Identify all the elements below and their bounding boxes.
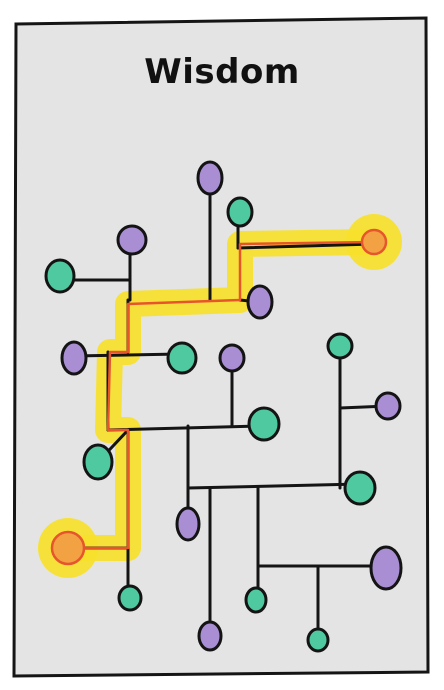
node-green — [166, 341, 198, 375]
node-purple — [175, 506, 201, 542]
highlight-route — [68, 240, 376, 550]
node-green — [82, 443, 114, 481]
node-purple — [196, 160, 224, 196]
node-purple — [197, 620, 223, 652]
node-orange-start — [360, 228, 388, 256]
nodes — [44, 160, 403, 653]
node-purple — [218, 343, 246, 373]
node-purple — [246, 284, 274, 320]
node-purple — [374, 391, 402, 421]
node-orange-end — [50, 530, 86, 566]
node-green — [117, 584, 143, 612]
node-purple — [116, 224, 148, 256]
node-green — [226, 196, 254, 228]
node-green — [44, 258, 76, 294]
node-green — [244, 586, 268, 614]
page-title: Wisdom — [144, 52, 300, 92]
node-purple — [60, 340, 88, 376]
node-purple — [369, 545, 403, 591]
node-green — [306, 627, 330, 653]
node-green — [343, 470, 377, 506]
node-green — [326, 332, 354, 360]
node-green — [247, 406, 281, 442]
